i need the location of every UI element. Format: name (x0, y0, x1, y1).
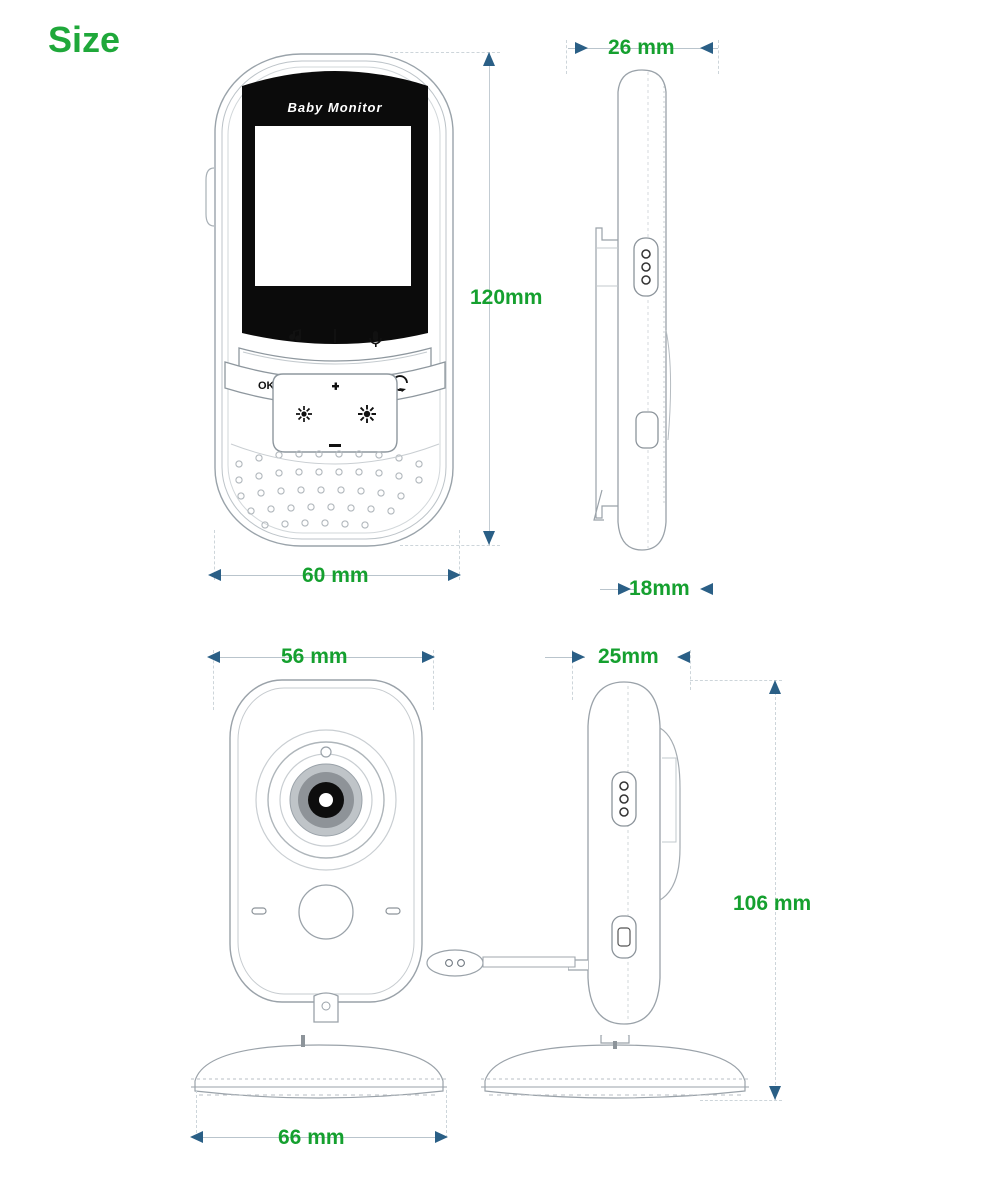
camera-antenna (425, 935, 585, 985)
ext-line-66-right (446, 1090, 447, 1138)
speaker-grille (235, 450, 423, 529)
divider-line (334, 329, 336, 343)
ext-line-60-left (214, 530, 215, 580)
monitor-front-view: Baby Monitor OK (195, 40, 475, 560)
dimline-18 (600, 589, 634, 590)
ext-line-66-left (196, 1090, 197, 1138)
ext-line-56-left (213, 650, 214, 710)
dim-camera-width: 56 mm (281, 645, 348, 668)
side-port-lower (635, 411, 659, 449)
microphone-icon (369, 331, 382, 347)
camera-front-view (210, 670, 460, 1030)
arrow-66-right (435, 1131, 448, 1143)
page-title: Size (48, 19, 121, 60)
ok-button-label: OK (258, 380, 275, 392)
brightness-down-icon (296, 406, 312, 422)
arrow-25-right (572, 651, 585, 663)
plus-icon (332, 382, 339, 390)
dimline-106 (775, 682, 776, 1100)
arrow-56-left (207, 651, 220, 663)
camera-port-lower (611, 915, 637, 959)
arrow-18-right (618, 583, 631, 595)
ext-line-106-top (690, 680, 782, 681)
ext-line-120-bottom (400, 545, 500, 546)
arrow-26-right (575, 42, 588, 54)
camera-base-side (465, 1035, 765, 1105)
camera-slot-right (385, 907, 401, 915)
ext-line-25-left (572, 650, 573, 700)
dim-base-width: 66 mm (278, 1126, 345, 1149)
arrow-120-down (483, 531, 495, 545)
dimline-66 (198, 1137, 446, 1138)
dimline-25 (545, 657, 585, 658)
dimline-60 (216, 575, 459, 576)
arrow-56-right (422, 651, 435, 663)
arrow-60-left (208, 569, 221, 581)
camera-base-front (175, 1035, 465, 1105)
dim-monitor-width: 60 mm (302, 564, 369, 587)
arrow-106-up (769, 680, 781, 694)
arrow-66-left (190, 1131, 203, 1143)
arrow-120-up (483, 52, 495, 66)
ext-line-60-right (459, 530, 460, 580)
dimline-56 (215, 657, 433, 658)
dimline-120 (489, 52, 490, 546)
brightness-up-icon (358, 405, 376, 423)
camera-lens (255, 729, 397, 871)
dim-camera-height: 106 mm (733, 892, 812, 915)
monitor-side-view (590, 60, 730, 560)
screen-brand-text: Baby Monitor (287, 100, 382, 115)
arrow-25-left (677, 651, 690, 663)
ext-line-106-bottom (700, 1100, 782, 1101)
camera-port-upper (611, 771, 637, 827)
lens-indicator-led (320, 746, 332, 758)
ext-line-26-right (718, 40, 719, 74)
dimline-26 (568, 48, 718, 49)
dim-monitor-depth-top: 26 mm (608, 36, 675, 59)
minus-icon (329, 444, 341, 447)
ext-line-120-top (390, 52, 500, 53)
arrow-18-left (700, 583, 713, 595)
ext-line-25-right (690, 650, 691, 690)
side-port-upper (633, 237, 659, 297)
arrow-60-right (448, 569, 461, 581)
dim-monitor-height: 120mm (470, 286, 543, 309)
dim-monitor-depth-bottom: 18mm (629, 577, 690, 600)
camera-speaker (298, 884, 354, 940)
ext-line-56-right (433, 650, 434, 710)
arrow-26-left (700, 42, 713, 54)
camera-slot-left (251, 907, 267, 915)
dim-camera-depth: 25mm (598, 645, 659, 668)
ext-line-26-left (566, 40, 567, 74)
arrow-106-down (769, 1086, 781, 1100)
music-note-icon (289, 329, 302, 342)
camera-side-view (568, 672, 728, 1032)
